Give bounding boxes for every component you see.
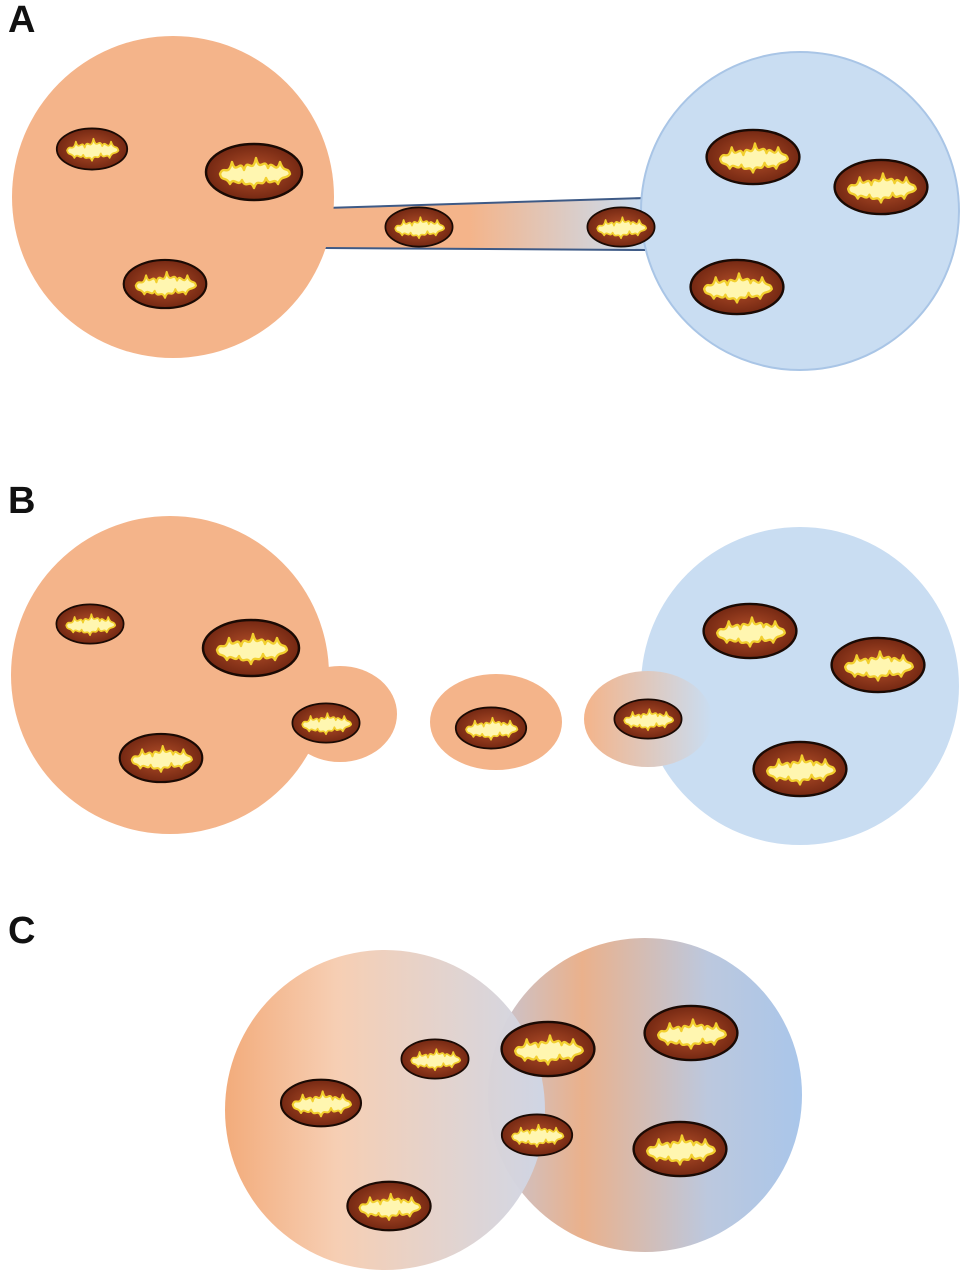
- panel-a: A: [8, 0, 960, 371]
- mitochondrion-icon: [705, 128, 801, 186]
- mitochondrion-icon: [384, 206, 454, 248]
- donor-cell: [11, 516, 329, 834]
- mitochondrion-icon: [632, 1120, 728, 1178]
- mitochondrion-icon: [500, 1020, 596, 1078]
- mitochondrion-icon: [55, 127, 129, 171]
- panel-label-b: B: [8, 480, 35, 522]
- donor-cell: [12, 36, 334, 358]
- tube-lower-edge: [324, 247, 646, 251]
- mitochondrion-icon: [55, 603, 125, 645]
- tube-upper-edge: [324, 197, 646, 209]
- mitochondrion-icon: [586, 206, 656, 248]
- mitochondrion-icon: [279, 1078, 363, 1128]
- mitochondrion-icon: [689, 258, 785, 316]
- mitochondrion-icon: [613, 698, 683, 740]
- mitochondrion-icon: [454, 706, 528, 750]
- mitochondrion-icon: [346, 1180, 432, 1232]
- mitochondrion-icon: [643, 1004, 739, 1062]
- mitochondrion-icon: [833, 158, 929, 216]
- recipient-cell: [640, 51, 960, 371]
- mitochondrion-icon: [702, 602, 798, 660]
- mitochondrion-icon: [291, 702, 361, 744]
- mitochondrion-icon: [500, 1113, 574, 1157]
- mitochondrion-icon: [118, 732, 204, 784]
- mitochondrion-icon: [122, 258, 208, 310]
- panel-c: C: [8, 910, 802, 1270]
- fused-cell-left: [225, 950, 545, 1270]
- mitochondrion-icon: [204, 142, 304, 202]
- mitochondrion-icon: [752, 740, 848, 798]
- mitochondrion-icon: [830, 636, 926, 694]
- recipient-cell: [641, 527, 959, 845]
- panel-b: B: [8, 480, 959, 845]
- mitochondrion-icon: [400, 1038, 470, 1080]
- panel-label-a: A: [8, 0, 35, 41]
- mitochondrion-icon: [201, 618, 301, 678]
- panel-label-c: C: [8, 910, 35, 952]
